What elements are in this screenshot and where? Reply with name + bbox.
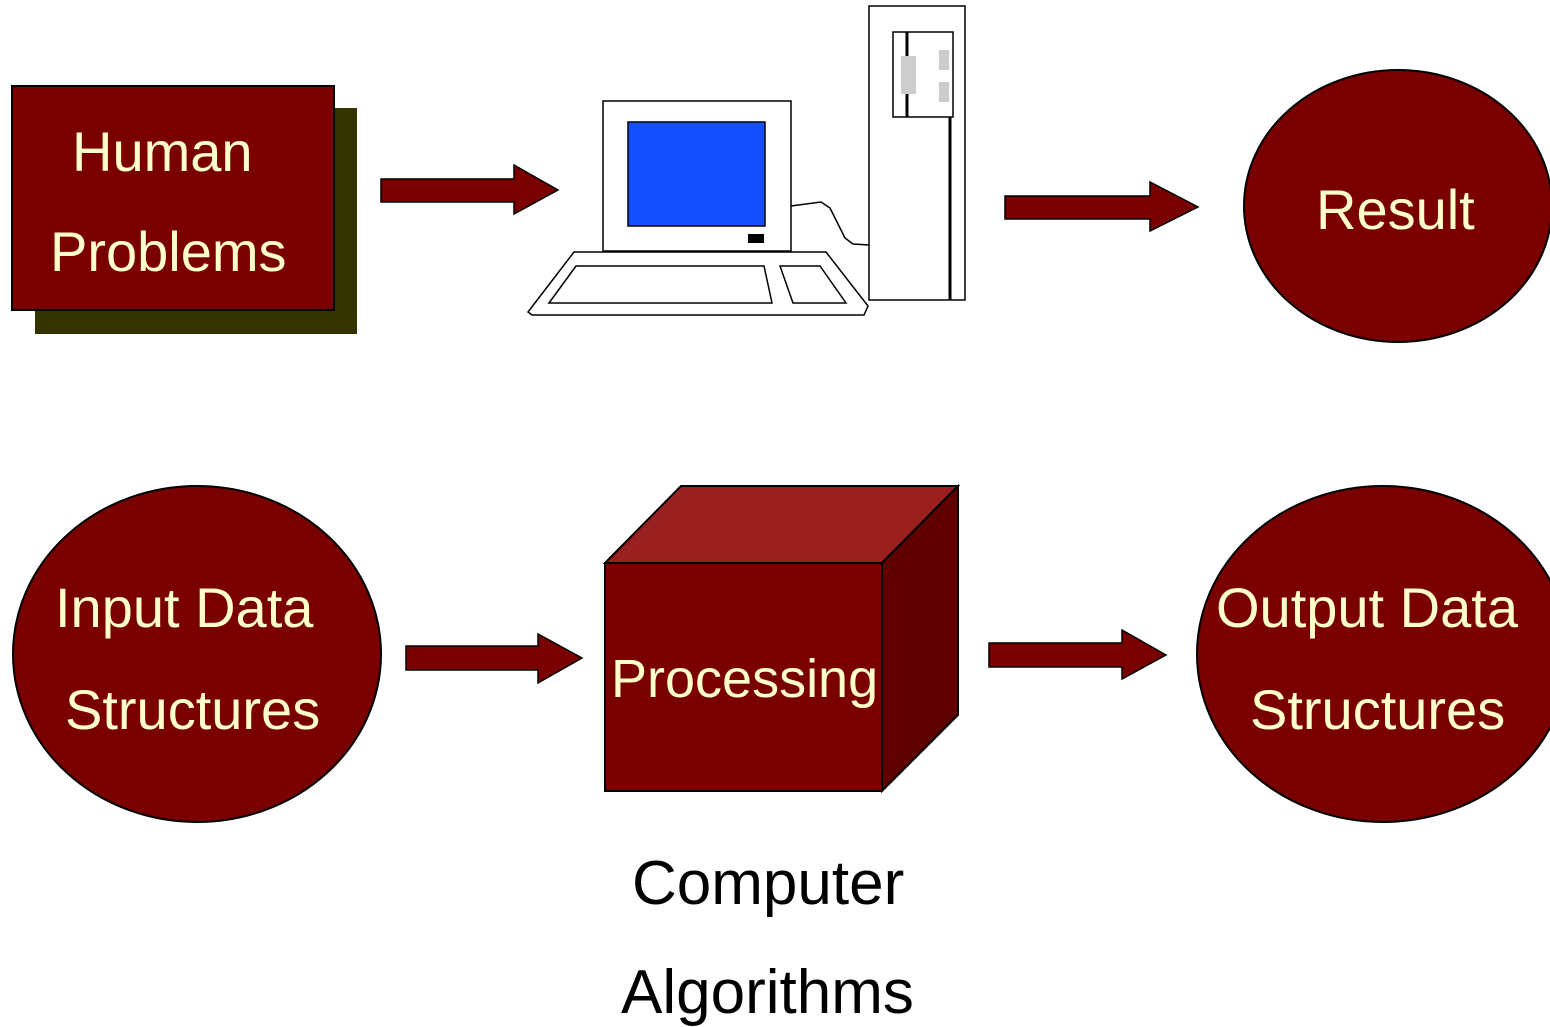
input-ellipse	[12, 485, 382, 823]
desktop-computer-icon	[526, 5, 966, 316]
result-ellipse	[1243, 69, 1550, 343]
problem-box	[11, 85, 335, 311]
input-label-line2: Structures	[65, 678, 321, 741]
problem-label-line1: Human	[72, 120, 253, 183]
arrow-computer-to-result	[1004, 180, 1200, 233]
arrow-problem-to-computer	[380, 163, 560, 216]
output-ellipse	[1196, 485, 1550, 823]
arrow-input-to-processing	[405, 632, 584, 685]
processing-label: Processing	[611, 649, 879, 709]
processing-cube	[602, 483, 961, 794]
output-label-line2: Structures	[1250, 678, 1506, 741]
result-label: Result	[1316, 178, 1475, 241]
output-label-line1: Output Data	[1216, 576, 1518, 639]
arrow-processing-to-output	[988, 628, 1168, 681]
caption-line2: Algorithms	[621, 958, 914, 1027]
input-label-line1: Input Data	[55, 576, 314, 639]
problem-label-line2: Problems	[50, 220, 287, 283]
caption-line1: Computer	[632, 849, 905, 918]
